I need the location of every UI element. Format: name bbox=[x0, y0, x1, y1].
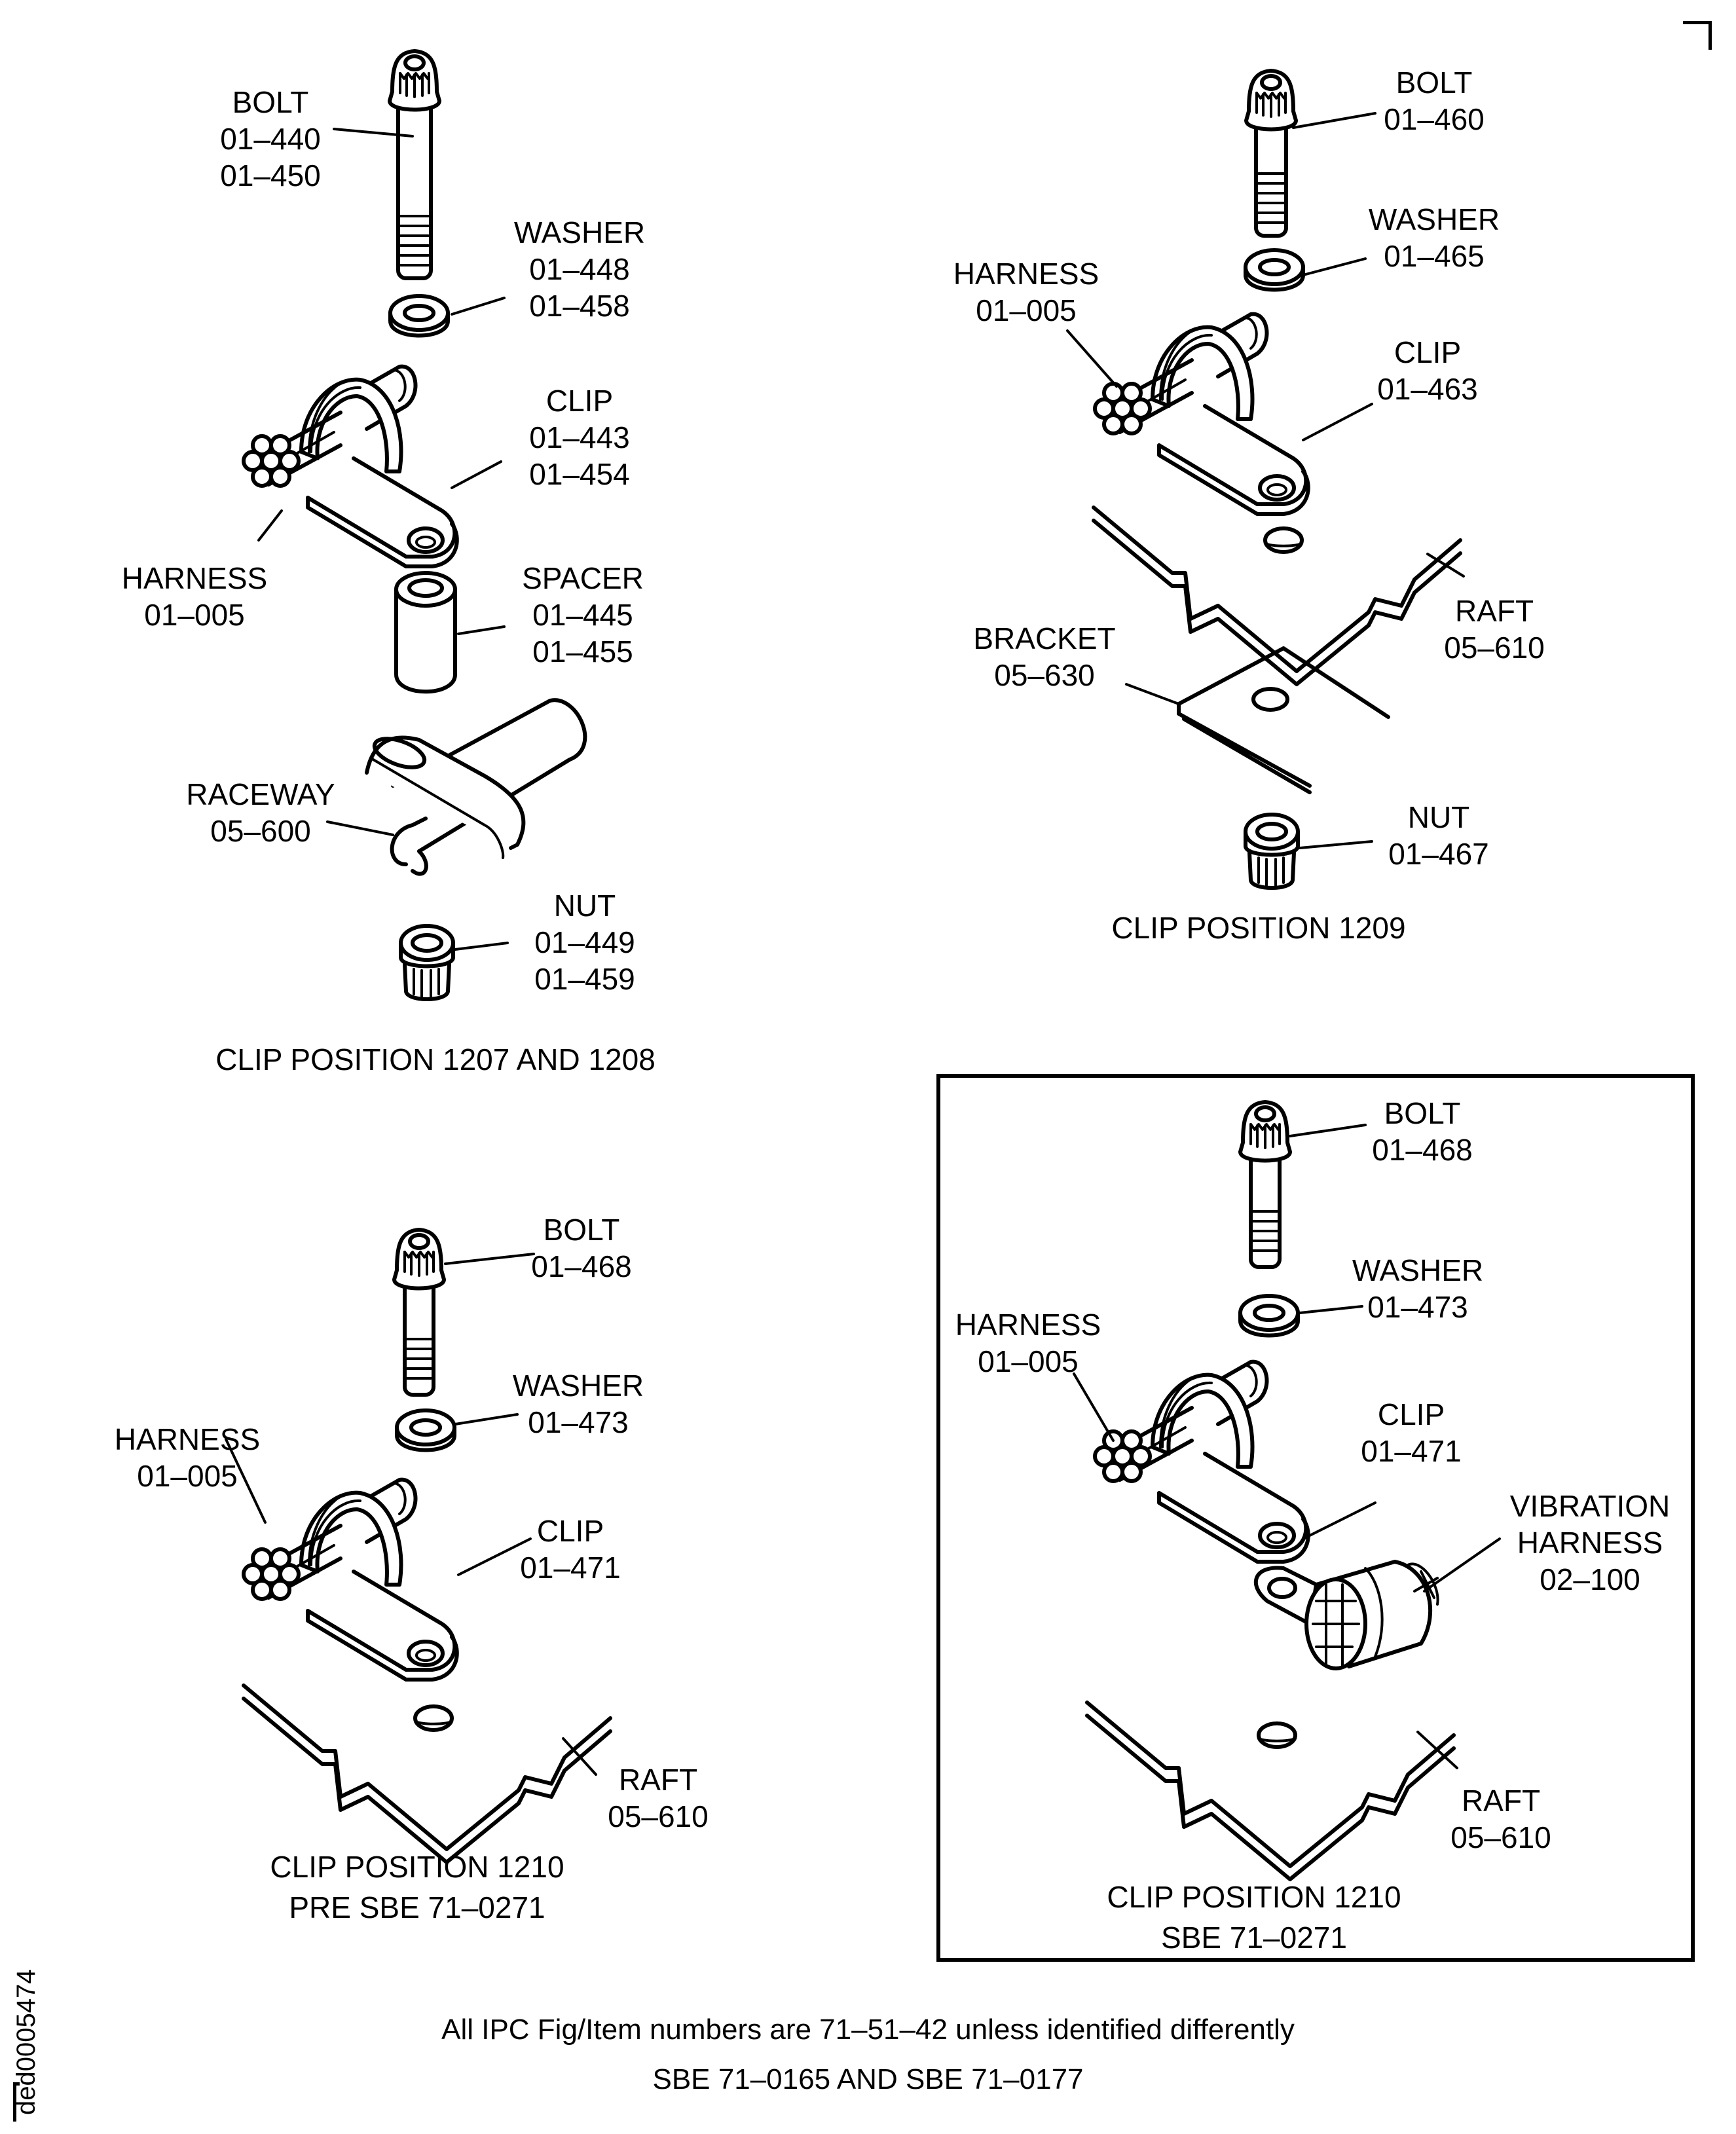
fig2-washer-drawing bbox=[1246, 250, 1303, 290]
fig4-harness-leader bbox=[1073, 1372, 1115, 1442]
fig1-spacer-label: SPACER 01–445 01–455 bbox=[522, 561, 644, 669]
fig1-harness-label: HARNESS 01–005 bbox=[121, 561, 268, 632]
fig4-washer-leader bbox=[1299, 1305, 1363, 1314]
fig4-bolt-drawing bbox=[1240, 1102, 1290, 1269]
fig2-nut-drawing bbox=[1246, 815, 1298, 888]
fig2-raft-leader bbox=[1426, 553, 1465, 578]
fig1-raceway-leader bbox=[326, 820, 394, 836]
fig3-raft-label: RAFT 05–610 bbox=[608, 1763, 709, 1833]
fig4-bolt-leader bbox=[1289, 1124, 1367, 1137]
fig1-clip-leader bbox=[451, 460, 502, 489]
fig2-nut-label: NUT 01–467 bbox=[1388, 800, 1489, 871]
crop-mark-top-right bbox=[1683, 21, 1712, 50]
fig3-raft-drawing bbox=[244, 1685, 610, 1862]
fig1-spacer-drawing bbox=[394, 571, 457, 694]
fig4-bolt-label: BOLT 01–468 bbox=[1372, 1096, 1473, 1167]
fig3-harness-leader bbox=[225, 1438, 267, 1524]
fig1-washer-label: WASHER 01–448 01–458 bbox=[513, 215, 646, 323]
crop-mark-bottom-left bbox=[13, 2082, 20, 2122]
fig1-washer-drawing bbox=[390, 296, 448, 336]
fig3-bolt-drawing bbox=[394, 1230, 444, 1397]
fig2-bolt-leader bbox=[1292, 112, 1376, 129]
fig2-bracket-drawing bbox=[1177, 646, 1390, 794]
fig2-washer-label: WASHER 01–465 bbox=[1368, 202, 1500, 273]
fig1-caption: CLIP POSITION 1207 AND 1208 bbox=[215, 1042, 656, 1076]
fig1-clip-harness-drawing bbox=[244, 367, 457, 566]
fig1-nut-leader bbox=[454, 942, 509, 951]
fig1-raceway-label: RACEWAY 05–600 bbox=[186, 777, 335, 848]
fig2-bracket-label: BRACKET 05–630 bbox=[973, 621, 1116, 692]
fig3-washer-drawing bbox=[397, 1410, 454, 1450]
fig3-washer-label: WASHER 01–473 bbox=[512, 1369, 644, 1439]
fig2-nut-leader bbox=[1299, 840, 1373, 849]
fig3-harness-label: HARNESS 01–005 bbox=[114, 1422, 261, 1493]
footer-note: All IPC Fig/Item numbers are 71–51–42 un… bbox=[441, 2014, 1295, 2046]
fig4-clip-leader bbox=[1302, 1501, 1376, 1540]
fig2-clip-leader bbox=[1302, 403, 1373, 441]
fig3-clip-leader bbox=[457, 1537, 532, 1576]
fig1-washer-leader bbox=[451, 297, 506, 316]
fig1-bolt-drawing bbox=[390, 51, 439, 280]
fig4-raft-leader bbox=[1416, 1731, 1458, 1769]
fig2-raft-label: RAFT 05–610 bbox=[1444, 594, 1545, 665]
sbe-revision-frame bbox=[936, 1074, 1695, 1962]
fig3-bolt-leader bbox=[444, 1253, 535, 1265]
fig4-clip-label: CLIP 01–471 bbox=[1361, 1397, 1462, 1468]
fig3-washer-leader bbox=[454, 1413, 519, 1426]
fig1-bolt-label: BOLT 01–440 01–450 bbox=[220, 85, 321, 193]
footer-sbe-references: SBE 71–0165 AND SBE 71–0177 bbox=[652, 2063, 1084, 2095]
fig2-washer-leader bbox=[1302, 257, 1367, 276]
fig1-clip-label: CLIP 01–443 01–454 bbox=[529, 384, 630, 491]
fig3-caption: CLIP POSITION 1210 PRE SBE 71–0271 bbox=[270, 1850, 564, 1924]
fig3-clip-harness-drawing bbox=[244, 1480, 457, 1680]
fig2-bolt-label: BOLT 01–460 bbox=[1384, 65, 1485, 136]
fig2-clip-label: CLIP 01–463 bbox=[1377, 335, 1478, 406]
fig4-raft-label: RAFT 05–610 bbox=[1450, 1784, 1551, 1854]
fig2-bolt-drawing bbox=[1246, 71, 1296, 238]
fig4-washer-label: WASHER 01–473 bbox=[1352, 1253, 1484, 1324]
fig2-clip-harness-drawing bbox=[1095, 314, 1308, 514]
fig3-raft-leader bbox=[562, 1737, 597, 1776]
fig2-harness-label: HARNESS 01–005 bbox=[953, 257, 1099, 327]
fig3-clip-label: CLIP 01–471 bbox=[520, 1514, 621, 1585]
fig2-raft-drawing bbox=[1094, 507, 1460, 684]
fig1-harness-leader bbox=[257, 509, 283, 542]
fig2-caption: CLIP POSITION 1209 bbox=[1111, 911, 1406, 945]
fig4-harness-label: HARNESS 01–005 bbox=[955, 1308, 1101, 1378]
fig1-spacer-leader bbox=[457, 625, 506, 635]
fig2-harness-leader bbox=[1066, 329, 1118, 388]
fig2-bracket-leader bbox=[1125, 683, 1180, 705]
fig4-vibration-harness-drawing bbox=[1253, 1560, 1439, 1670]
fig4-vibration-harness-leader bbox=[1423, 1537, 1501, 1592]
fig1-bolt-leader bbox=[333, 128, 414, 138]
fig1-nut-label: NUT 01–449 01–459 bbox=[534, 889, 635, 996]
document-id: ded0005474 bbox=[12, 1969, 41, 2115]
fig4-vibration-harness-label: VIBRATION HARNESS 02–100 bbox=[1509, 1489, 1671, 1596]
fig1-nut-drawing bbox=[401, 926, 453, 999]
fig1-raceway-drawing bbox=[365, 698, 587, 876]
fig3-bolt-label: BOLT 01–468 bbox=[531, 1213, 632, 1283]
fig4-caption: CLIP POSITION 1210 SBE 71–0271 bbox=[1107, 1880, 1401, 1955]
